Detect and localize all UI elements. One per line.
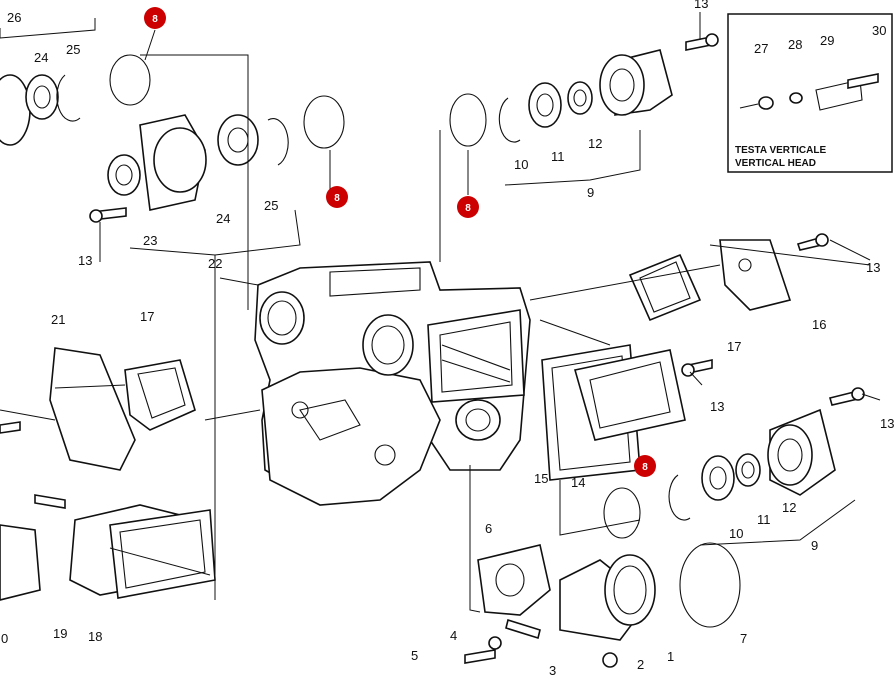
- part-label-23[interactable]: 23: [143, 233, 157, 248]
- part-label-13[interactable]: 13: [866, 260, 880, 275]
- part-label-13[interactable]: 13: [78, 253, 92, 268]
- part-label-13[interactable]: 13: [710, 399, 724, 414]
- part-label-28[interactable]: 28: [788, 37, 802, 52]
- part-8-label: 8: [465, 203, 471, 214]
- intake-manifold-assembly: [464, 542, 741, 668]
- inspection-cover-right: [541, 344, 713, 481]
- part-label-21[interactable]: 21: [51, 312, 65, 327]
- part-label-1[interactable]: 1: [667, 649, 674, 664]
- part-8-badge-circle: [144, 7, 166, 29]
- cylinder-head-block: [254, 261, 531, 506]
- part-label-4[interactable]: 4: [450, 628, 457, 643]
- leader-lines: [0, 12, 881, 613]
- part-label-12[interactable]: 12: [588, 136, 602, 151]
- part-label-12[interactable]: 12: [782, 500, 796, 515]
- part-label-27[interactable]: 27: [754, 41, 768, 56]
- right-cover-plate: [628, 233, 829, 322]
- part-label-11[interactable]: 11: [757, 512, 771, 527]
- part-label-25[interactable]: 25: [66, 42, 80, 57]
- part-label-2[interactable]: 2: [637, 657, 644, 672]
- part-label-3[interactable]: 3: [549, 663, 556, 678]
- part-label-14[interactable]: 14: [571, 475, 585, 490]
- part-label-25[interactable]: 25: [264, 198, 278, 213]
- vertical-head-inset: [727, 13, 893, 173]
- part-label-7[interactable]: 7: [740, 631, 747, 646]
- part-label-6[interactable]: 6: [485, 521, 492, 536]
- part-label-22[interactable]: 22: [208, 256, 222, 271]
- part-label-13[interactable]: 13: [880, 416, 894, 431]
- part-label-15[interactable]: 15: [534, 471, 548, 486]
- part-label-30[interactable]: 30: [872, 23, 886, 38]
- inset-caption-italian: TESTA VERTICALE: [735, 145, 826, 156]
- part-label-26[interactable]: 26: [7, 10, 21, 25]
- part-label-9[interactable]: 9: [587, 185, 594, 200]
- part-label-11[interactable]: 11: [551, 149, 565, 164]
- left-cover-plates: [0, 347, 216, 601]
- part-label-24[interactable]: 24: [34, 50, 48, 65]
- part-label-18[interactable]: 18: [88, 629, 102, 644]
- inset-caption: TESTA VERTICALE VERTICAL HEAD: [735, 145, 826, 169]
- part-label-20[interactable]: 0: [1, 631, 8, 646]
- part-8-badge-circle: [326, 186, 348, 208]
- part-8-badge-circle: [634, 455, 656, 477]
- bearing-assembly-top-left: [0, 54, 345, 223]
- part-label-10[interactable]: 10: [514, 157, 528, 172]
- bearing-assembly-bottom-right: [603, 387, 865, 539]
- part-label-16[interactable]: 16: [812, 317, 826, 332]
- part-label-19[interactable]: 19: [53, 626, 67, 641]
- part-label-10[interactable]: 10: [729, 526, 743, 541]
- part-8-label: 8: [334, 193, 340, 204]
- part-label-13[interactable]: 13: [694, 0, 708, 11]
- part-label-5[interactable]: 5: [411, 648, 418, 663]
- part-8-label: 8: [642, 462, 648, 473]
- part-8-badge[interactable]: 8: [326, 186, 348, 208]
- part-8-label: 8: [152, 14, 158, 25]
- part-8-badge-circle: [457, 196, 479, 218]
- part-8-badge[interactable]: 8: [457, 196, 479, 218]
- bearing-assembly-top-right: [449, 33, 719, 147]
- part-label-17[interactable]: 17: [140, 309, 154, 324]
- part-label-17[interactable]: 17: [727, 339, 741, 354]
- part-8-badge[interactable]: 8: [634, 455, 656, 477]
- part-label-24[interactable]: 24: [216, 211, 230, 226]
- callout-badges: 8 8 8 8: [144, 7, 656, 477]
- part-label-9[interactable]: 9: [811, 538, 818, 553]
- part-8-badge[interactable]: 8: [144, 7, 166, 29]
- part-label-29[interactable]: 29: [820, 33, 834, 48]
- inset-caption-english: VERTICAL HEAD: [735, 158, 816, 169]
